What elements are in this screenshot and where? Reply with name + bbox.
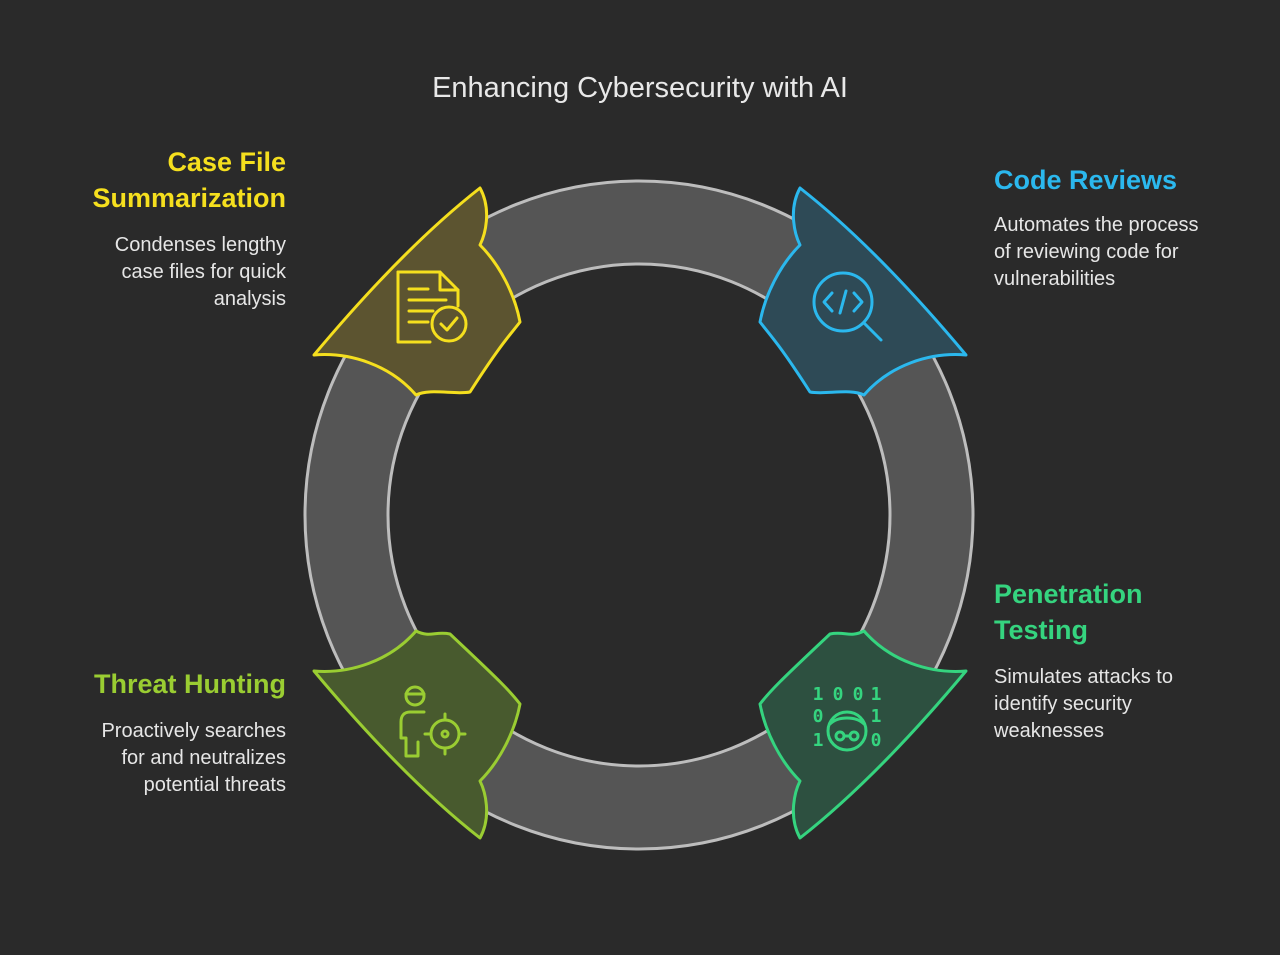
code-reviews-block: Code Reviews Automates the process of re…	[994, 162, 1224, 293]
code-reviews-description: Automates the process of reviewing code …	[994, 214, 1199, 290]
hacker-binary-icon: 1 0 0 1 0 1 1 0	[813, 684, 882, 752]
case-file-block: Case File Summarization Condenses length…	[60, 144, 286, 313]
diagram-title: Enhancing Cybersecurity with AI	[432, 72, 848, 104]
penetration-testing-block: Penetration Testing Simulates attacks to…	[994, 576, 1194, 745]
penetration-testing-description: Simulates attacks to identify security w…	[994, 666, 1173, 742]
penetration-testing-title: Penetration Testing	[994, 579, 1143, 645]
person-target-icon	[399, 685, 467, 758]
segment-penetration-testing	[758, 629, 968, 840]
segment-case-file	[312, 186, 522, 397]
binary-digit: 0	[853, 684, 864, 705]
binary-digit: 0	[871, 730, 882, 751]
threat-hunting-title: Threat Hunting	[94, 669, 286, 699]
binary-digit: 1	[871, 706, 882, 727]
binary-digit: 0	[813, 706, 824, 727]
case-file-description: Condenses lengthy case files for quick a…	[114, 234, 286, 310]
code-reviews-title: Code Reviews	[994, 165, 1178, 195]
threat-hunting-description: Proactively searches for and neutralizes…	[101, 720, 286, 796]
case-file-title: Case File Summarization	[92, 147, 286, 213]
binary-digit: 1	[871, 684, 882, 705]
binary-digit: 0	[833, 684, 844, 705]
code-search-icon	[812, 271, 883, 342]
segment-code-reviews	[758, 186, 968, 397]
document-check-icon	[396, 270, 468, 344]
threat-hunting-block: Threat Hunting Proactively searches for …	[60, 666, 286, 799]
binary-digit: 1	[813, 730, 824, 751]
segment-threat-hunting	[312, 629, 522, 840]
binary-digit: 1	[813, 684, 824, 705]
